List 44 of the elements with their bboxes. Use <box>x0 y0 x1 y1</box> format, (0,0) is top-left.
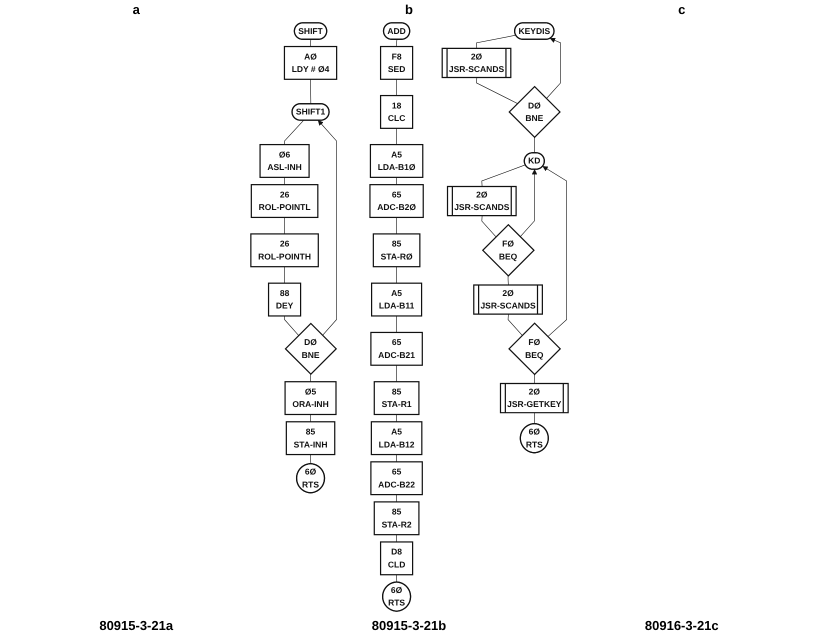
figure-code: 80915-3-21a <box>99 618 174 632</box>
node-box: 65 ADC-B22 <box>370 461 422 496</box>
node-box: 26 ROL-POINTH <box>250 233 318 268</box>
node-box: 85 STA-INH <box>285 421 335 456</box>
node-diamond: FØ BEQ <box>508 322 561 376</box>
node-box: 85 STA-R2 <box>373 501 420 536</box>
node-box: 85 STA-R1 <box>373 381 420 416</box>
node-box: 85 STA-RØ <box>372 233 420 268</box>
connector <box>284 120 304 145</box>
connector <box>481 216 496 238</box>
connector <box>310 454 311 464</box>
node-diamond: DØ BNE <box>508 86 560 138</box>
node-box: 26 ROL-POINTL <box>250 184 318 218</box>
connector <box>476 77 518 104</box>
node-box: AØ LDY # Ø4 <box>283 46 337 80</box>
node-diamond: FØ BEQ <box>481 224 534 277</box>
figure-code: 80915-3-21b <box>372 618 446 632</box>
node-box: 65 ADC-B2Ø <box>368 184 424 218</box>
node-box: D8 CLD <box>379 541 413 576</box>
node-box: F8 SED <box>379 46 413 80</box>
node-box: 65 ADC-B21 <box>370 332 422 366</box>
node-diamond: DØ BNE <box>284 322 337 376</box>
node-box: A5 LDA-B11 <box>370 282 422 317</box>
connector <box>284 316 298 336</box>
node-box: Ø5 ORA-INH <box>284 381 336 416</box>
node-box: A5 LDA-B12 <box>370 421 422 456</box>
panel-letter: b <box>405 2 413 16</box>
node-box: 88 DEY <box>267 282 301 317</box>
connector <box>310 39 311 47</box>
node-box: A5 LDA-B1Ø <box>369 144 423 178</box>
arrow <box>519 169 537 238</box>
connector <box>507 276 508 286</box>
arrow <box>542 166 566 337</box>
connector <box>476 34 516 49</box>
node-box: 18 CLC <box>379 94 413 129</box>
arrow <box>546 38 560 99</box>
node-box: Ø6 ASL-INH <box>258 144 310 178</box>
figure-code: 80916-3-21c <box>644 618 719 632</box>
connector <box>507 314 522 336</box>
panel-letter: c <box>678 2 686 16</box>
connector <box>310 79 311 104</box>
connector <box>481 164 526 188</box>
arrow <box>317 120 336 336</box>
panel-letter: a <box>132 2 140 16</box>
